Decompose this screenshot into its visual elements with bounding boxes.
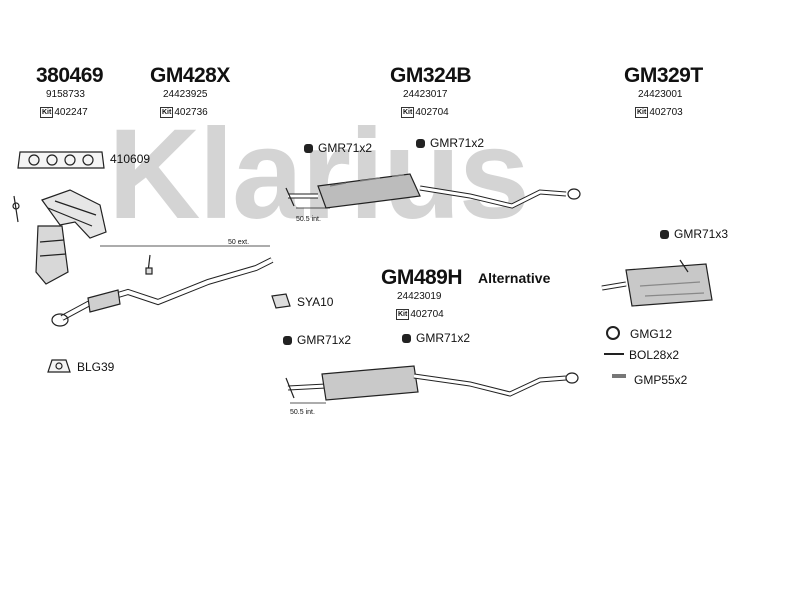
blg-code: BLG39 [77, 360, 115, 374]
blg-icon [47, 359, 71, 373]
gasket-code: 410609 [110, 152, 151, 166]
part-code-gm324b: GM324B [390, 64, 472, 87]
kit-icon: Kit [401, 107, 415, 118]
rubber-mount-icon [283, 335, 292, 345]
kit-icon: Kit [635, 107, 649, 118]
mount-code: GMR71x2 [318, 141, 373, 155]
part-number: 24423019 [397, 291, 442, 302]
mount-code: GMR71x2 [430, 136, 485, 150]
kit-icon: Kit [160, 107, 174, 118]
gasket-label: 410609 [110, 152, 150, 166]
rubber-mount-icon [416, 138, 425, 148]
gmg-code: GMG12 [630, 327, 673, 341]
part-code-gm428x: GM428X [150, 64, 230, 87]
gmg-ring-icon [606, 326, 620, 340]
kit-icon: Kit [40, 107, 54, 118]
mount-code: GMR71x2 [416, 331, 471, 345]
rubber-mount-label: GMR71x2 [304, 141, 372, 155]
blg-icon-hole [55, 362, 63, 370]
mount-code: GMR71x3 [674, 227, 729, 241]
front-pipe-drawing [51, 254, 274, 327]
sya-code: SYA10 [297, 295, 334, 309]
kit-icon: Kit [396, 309, 410, 320]
part-code-gm329t: GM329T [624, 64, 703, 87]
dim-50-ext: 50 ext. [228, 239, 250, 246]
rubber-mount-icon [660, 229, 669, 239]
part-number: 24423017 [403, 89, 448, 100]
sya-label: SYA10 [297, 295, 333, 309]
manifold-catalyst-drawing [12, 189, 107, 285]
alternative-label: Alternative [478, 270, 551, 286]
rubber-mount-label: GMR71x2 [402, 331, 470, 345]
manifold-gasket-drawing [17, 151, 105, 169]
blg-label: BLG39 [77, 360, 114, 374]
part-number: 24423001 [638, 89, 683, 100]
rubber-mount-icon [402, 333, 411, 343]
gmp-code: GMP55x2 [634, 373, 688, 387]
rubber-mount-icon [304, 143, 313, 153]
kit-value: 402704 [410, 309, 444, 320]
kit-value: 402736 [174, 107, 208, 118]
part-number: 9158733 [46, 89, 85, 100]
kit-value: 402703 [649, 107, 683, 118]
part-code-380469: 380469 [36, 64, 104, 87]
part-code-gm489h: GM489H [381, 266, 463, 289]
sya-icon [271, 293, 291, 309]
rubber-mount-label: GMR71x3 [660, 227, 728, 241]
centre-silencer-drawing [285, 173, 581, 209]
alternative-silencer-drawing [285, 365, 579, 404]
kit-value: 402704 [415, 107, 449, 118]
watermark-text: Klarius [108, 103, 528, 246]
dim-50-5-int-bottom: 50.5 int. [290, 409, 315, 416]
dim-50-5-int-top: 50.5 int. [296, 216, 321, 223]
kit-value: 402247 [54, 107, 88, 118]
mount-code: GMR71x2 [297, 333, 352, 347]
rubber-mount-label: GMR71x2 [283, 333, 351, 347]
bol-label: BOL28x2 [629, 348, 679, 362]
rear-silencer-drawing [601, 259, 713, 307]
part-number: 24423925 [163, 89, 208, 100]
gmp-label: GMP55x2 [634, 373, 687, 387]
rubber-mount-label: GMR71x2 [416, 136, 484, 150]
gmg-label: GMG12 [630, 327, 672, 341]
bol-code: BOL28x2 [629, 348, 680, 362]
